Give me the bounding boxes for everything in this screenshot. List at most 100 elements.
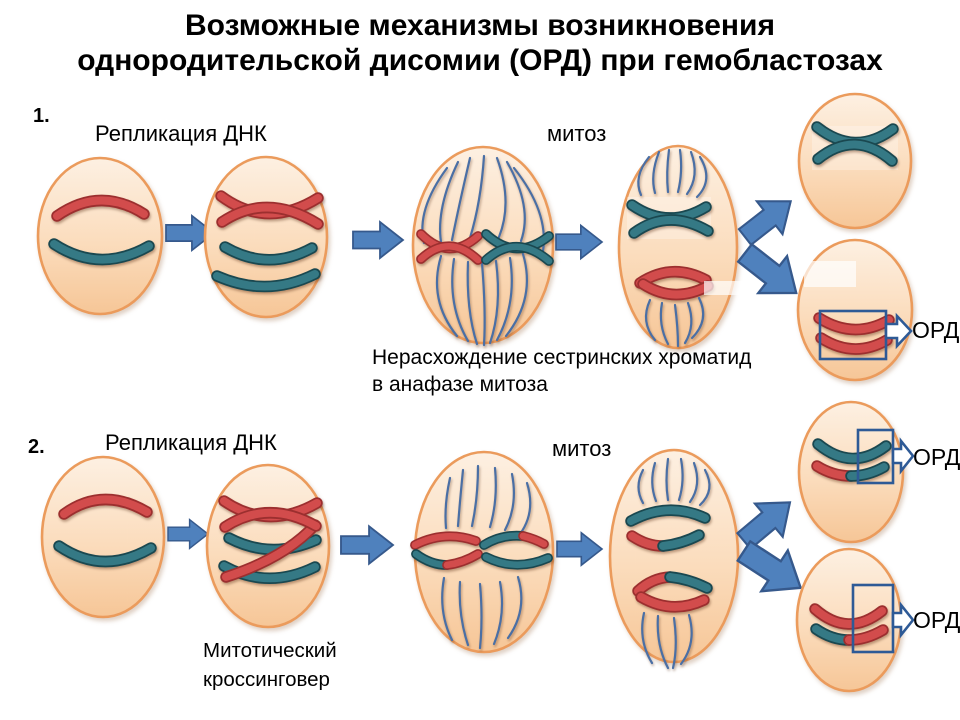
spindle-fiber <box>651 461 658 503</box>
mechanism2-mitosis-label: митоз <box>552 436 612 461</box>
mechanism2-caption-line1: Митотический <box>203 639 337 662</box>
mechanism1-number: 1. <box>33 105 50 127</box>
spindle-fiber <box>478 582 483 650</box>
spindle-fiber <box>495 256 513 342</box>
chromatid-red <box>221 508 320 531</box>
shape <box>626 148 714 348</box>
spindle-fiber <box>518 481 532 536</box>
mechanism1-replication-label: Репликация ДНК <box>95 121 267 146</box>
arrow-row2-step3 <box>556 531 603 567</box>
mechanism2-number: 2. <box>28 436 45 458</box>
mechanism1-caption-line2: в анафазе митоза <box>372 373 548 396</box>
row2-cell-crossover <box>205 463 331 629</box>
shape <box>625 457 713 670</box>
chromatid-red <box>811 605 886 628</box>
spindle-fiber <box>659 301 670 346</box>
cell-membrane <box>36 156 164 316</box>
cell-membrane <box>40 455 166 619</box>
row2-cell-metaphase-recombinant <box>410 450 555 654</box>
upd-callout-arrow <box>884 312 913 350</box>
chromatid-teal <box>482 553 552 569</box>
chromatid-teal <box>659 531 703 550</box>
mechanism2-caption: Митотический кроссинговер <box>203 636 337 694</box>
spindle-fiber <box>495 156 507 239</box>
spindle-fiber <box>644 298 657 342</box>
slide-title-line1: Возможные механизмы возникновения <box>185 9 775 42</box>
upd-callout-arrow <box>891 601 915 639</box>
chromatid-red <box>639 280 712 299</box>
spindle-fiber <box>435 254 459 338</box>
cell-membrane <box>413 450 555 654</box>
spindle-fiber <box>665 457 670 502</box>
shape <box>53 493 157 568</box>
mechanism2-upd-label-top: ОРД <box>913 444 960 470</box>
spindle-fibers <box>637 457 711 670</box>
spindle-fiber <box>677 457 684 502</box>
shape <box>416 154 554 347</box>
spindle-fiber <box>466 260 479 346</box>
spindle-fiber <box>637 155 651 197</box>
spindle-fiber <box>652 150 661 195</box>
spindle-fiber <box>438 160 460 244</box>
slide-title: Возможные механизмы возникновения одноро… <box>0 8 960 78</box>
chromatid-red <box>60 495 151 518</box>
row1-cell-replicated <box>203 155 329 319</box>
mechanism1-caption: Нерасхождение сестринских хроматид в ана… <box>372 344 751 398</box>
shape <box>48 194 155 266</box>
chromatid-red <box>411 533 480 549</box>
mechanism2-replication-label: Репликация ДНК <box>105 430 277 455</box>
chromatid-red <box>53 196 148 220</box>
spindle-fiber <box>666 148 671 194</box>
row1-cell-anaphase-nondisjunction <box>617 144 808 350</box>
spindle-fiber <box>698 468 711 507</box>
shape <box>218 495 323 584</box>
row2-cell-anaphase-recombinant <box>608 448 740 670</box>
spindle-fiber <box>673 303 680 348</box>
mechanism1-caption-line1: Нерасхождение сестринских хроматид <box>372 346 752 369</box>
row2-daughter-cell-upd-bottom <box>795 547 915 693</box>
spindle-fiber <box>503 472 515 532</box>
mechanism2-upd-label-bottom: ОРД <box>913 607 960 633</box>
chromatid-teal <box>213 270 319 291</box>
spindle-fiber <box>488 466 497 529</box>
row2-cell-interphase <box>40 455 166 619</box>
chromatid-red <box>443 550 482 569</box>
upd-callout-arrow <box>891 437 915 475</box>
spindle-fiber <box>683 301 693 345</box>
chromatid-teal <box>225 534 320 554</box>
spindle-fiber <box>450 156 472 242</box>
shape <box>809 603 889 646</box>
shape <box>813 312 895 355</box>
chromatid-red <box>817 334 891 353</box>
spindle-fiber <box>690 296 705 340</box>
shape <box>811 438 892 482</box>
spindle-fiber <box>468 154 486 240</box>
chromatid-teal <box>221 243 316 264</box>
chromatid-red <box>637 593 708 611</box>
arrow-row1-step2 <box>352 221 404 259</box>
cell-membrane <box>411 145 555 345</box>
row2-daughter-cell-upd-top <box>797 400 915 544</box>
arrow-row2-to-top-daughter <box>729 484 805 559</box>
spindle-fiber <box>451 257 470 343</box>
spindle-fiber <box>488 259 500 345</box>
row1-cell-interphase <box>36 156 164 316</box>
spindle-fiber <box>656 614 670 670</box>
spindle-fiber <box>506 575 523 640</box>
arrow-row2-step2 <box>340 525 394 565</box>
cell-membrane <box>203 155 329 319</box>
spindle-fiber <box>641 611 654 665</box>
spindle-fiber <box>492 580 504 646</box>
arrow-row1-to-top-daughter <box>731 183 805 255</box>
chromatid-red <box>218 203 322 228</box>
spindle-fiber <box>671 616 677 670</box>
chromatid-red <box>222 521 319 581</box>
spindle-fibers <box>637 148 708 348</box>
spindle-fiber <box>685 150 696 196</box>
spindle-fibers <box>421 154 545 347</box>
row1-cell-metaphase <box>411 145 555 347</box>
spindle-fiber <box>637 468 645 505</box>
chromatid-teal <box>482 243 553 265</box>
row1-daughter-cell-upd <box>796 238 914 382</box>
